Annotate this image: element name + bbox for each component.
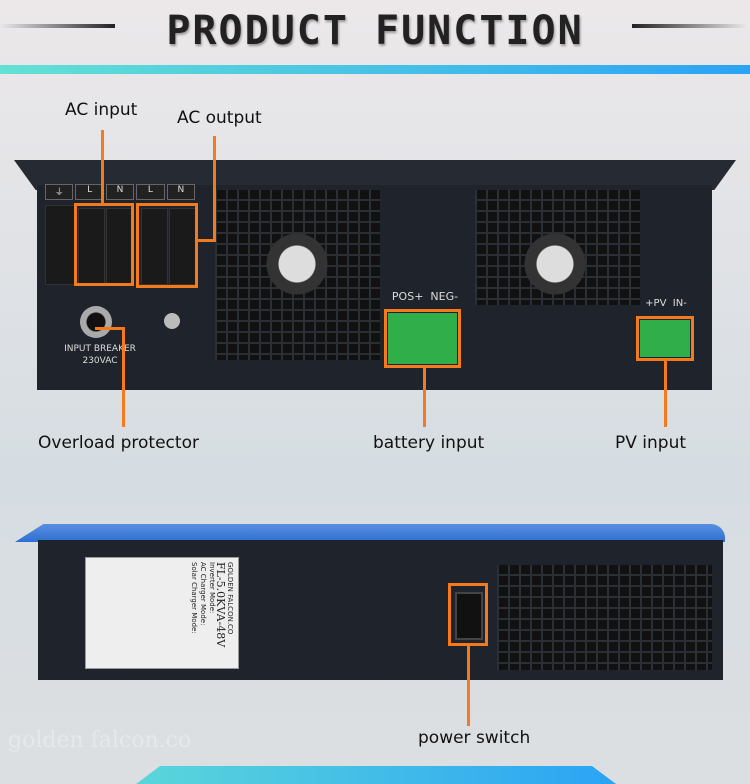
overload-line-h <box>95 327 125 330</box>
ac-out-l-label: L <box>136 184 165 200</box>
ac-output-line-v <box>213 136 216 242</box>
power-switch-label: power switch <box>418 728 531 748</box>
label-line: AC Charger Mode: <box>199 562 207 626</box>
title-dash-left <box>0 24 115 28</box>
pv-line <box>664 360 667 427</box>
side-vent-grille <box>497 565 712 670</box>
breaker-text-line2: 230VAC <box>82 356 118 366</box>
pv-input-highlight <box>636 316 694 361</box>
pv-terminal <box>640 320 690 357</box>
power-switch-highlight <box>448 583 488 646</box>
fan-left <box>266 233 328 295</box>
ac-output-highlight <box>136 203 198 288</box>
label-model: FL-5.0KVA-48V <box>214 562 227 648</box>
fan-grille-right <box>475 190 640 305</box>
ac-input-line <box>101 130 104 205</box>
ac-in-terminal-n <box>106 208 133 285</box>
ac-input-highlight <box>74 203 134 286</box>
label-line: Solar Charger Mode: <box>190 562 198 634</box>
power-switch <box>455 592 483 640</box>
product-spec-label: GOLDEN FALCON.CO FL-5.0KVA-48V Inverter … <box>85 557 239 669</box>
ground-screw-icon <box>164 313 180 329</box>
ac-out-terminal-l <box>141 208 168 285</box>
overload-line-v <box>122 327 125 427</box>
power-switch-line <box>467 646 470 726</box>
terminal-label-strip: ⏚ L N L N <box>45 184 196 200</box>
battery-terminal <box>388 313 457 364</box>
ac-in-n-label: N <box>105 184 135 200</box>
pv-input-label: PV input <box>615 433 687 453</box>
battery-line <box>423 367 426 427</box>
battery-input-highlight <box>384 309 461 368</box>
ground-terminal <box>45 205 75 285</box>
pv-terminal-text: +PV IN- <box>645 298 687 309</box>
ac-in-l-label: L <box>75 184 104 200</box>
inverter-side-top <box>15 524 725 542</box>
overload-protector-label: Overload protector <box>38 433 199 453</box>
fan-right <box>524 233 586 295</box>
ac-input-label: AC input <box>65 100 138 120</box>
ac-out-n-label: N <box>166 184 196 200</box>
ac-output-line-h <box>197 239 216 242</box>
breaker-text-line1: INPUT BREAKER <box>64 344 136 354</box>
watermark: golden falcon.co <box>8 728 192 753</box>
ac-output-label: AC output <box>177 108 262 128</box>
title-dash-right <box>632 24 747 28</box>
input-breaker-button <box>80 306 112 338</box>
battery-input-label: battery input <box>373 433 485 453</box>
breaker-text: INPUT BREAKER 230VAC <box>55 343 145 367</box>
battery-terminal-text: POS+ NEG- <box>391 290 459 303</box>
ground-label: ⏚ <box>45 184 74 200</box>
fan-grille-left <box>215 190 380 360</box>
page-title: PRODUCT FUNCTION <box>166 8 584 54</box>
accent-bar <box>0 65 750 74</box>
bottom-accent-tab <box>136 766 616 784</box>
label-line: Inverter Mode: <box>208 562 216 614</box>
